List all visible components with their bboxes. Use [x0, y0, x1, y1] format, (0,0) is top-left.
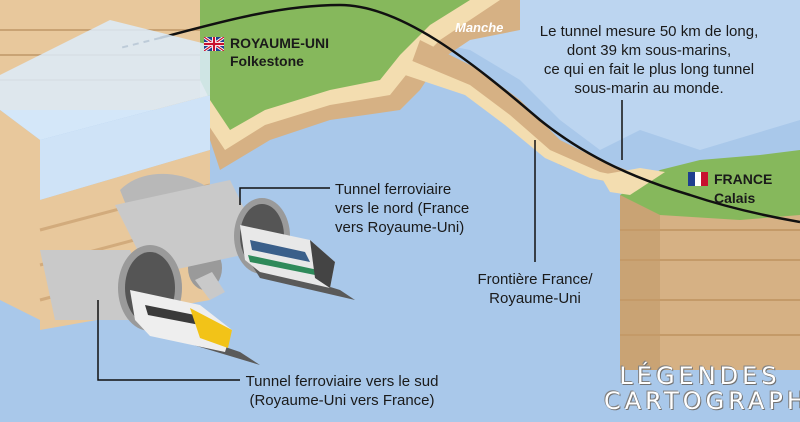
uk-country-label: ROYAUME-UNI — [230, 35, 330, 51]
north-train-windows — [250, 240, 310, 262]
south-tunnel-label: Tunnel ferroviaire vers le sud (Royaume-… — [232, 372, 452, 410]
cutaway-block-front — [40, 95, 210, 200]
north-train-nose — [310, 240, 335, 288]
seabed-strata — [400, 40, 720, 200]
border-line: Royaume-Uni — [489, 290, 581, 307]
north-train-stripe — [248, 255, 320, 276]
info-line: dont 39 km sous-marins, — [566, 42, 732, 59]
cutaway-block-top — [0, 20, 210, 140]
border-label: Frontière France/ Royaume-Uni — [455, 270, 615, 308]
south-train-windows — [145, 305, 205, 326]
uk-flag-icon — [204, 37, 224, 51]
france-city-label: Calais — [714, 190, 756, 206]
north-tunnel-label: Tunnel ferroviaire vers le nord (France … — [335, 180, 469, 237]
info-line: ce qui en fait le plus long tunnel — [543, 61, 755, 78]
tunnel-route-line — [159, 3, 800, 224]
publisher-logo: LÉGENDES CARTOGRAPHIE — [604, 362, 800, 415]
france-country-label: FRANCE — [714, 171, 773, 187]
north-tunnel-line: vers Royaume-Uni) — [335, 219, 465, 236]
logo-line-1: LÉGENDES — [619, 362, 781, 390]
sea-shallow — [380, 0, 800, 150]
uk-land — [190, 0, 470, 130]
border-line: Frontière France/ — [477, 271, 593, 288]
france-beach — [600, 168, 665, 195]
info-line: Le tunnel mesure 50 km de long, — [539, 23, 759, 40]
france-block-front — [620, 195, 660, 370]
south-train-yellow — [190, 308, 232, 348]
uk-city-label: Folkestone — [230, 53, 304, 69]
france-land — [620, 150, 800, 220]
seabed-strata-light — [405, 60, 700, 195]
france-block-side — [620, 195, 800, 370]
sea-name-label: Manche — [455, 20, 504, 35]
south-tunnel-line: (Royaume-Uni vers France) — [249, 392, 435, 409]
logo-line-2: CARTOGRAPHIE — [604, 387, 800, 415]
north-tunnel-line: Tunnel ferroviaire — [335, 181, 452, 198]
leader-north — [239, 187, 330, 205]
info-line: sous-marin au monde. — [574, 80, 724, 97]
tunnel-length-info: Le tunnel mesure 50 km de long, dont 39 … — [520, 22, 778, 98]
cutaway-block-rock — [0, 110, 40, 320]
france-block-strata — [620, 229, 800, 336]
france-flag-icon — [688, 172, 708, 186]
north-tunnel-line: vers le nord (France — [335, 200, 470, 217]
service-tunnel-tongue — [195, 272, 225, 300]
south-tunnel-line: Tunnel ferroviaire vers le sud — [245, 373, 439, 390]
leader-south — [97, 300, 240, 381]
